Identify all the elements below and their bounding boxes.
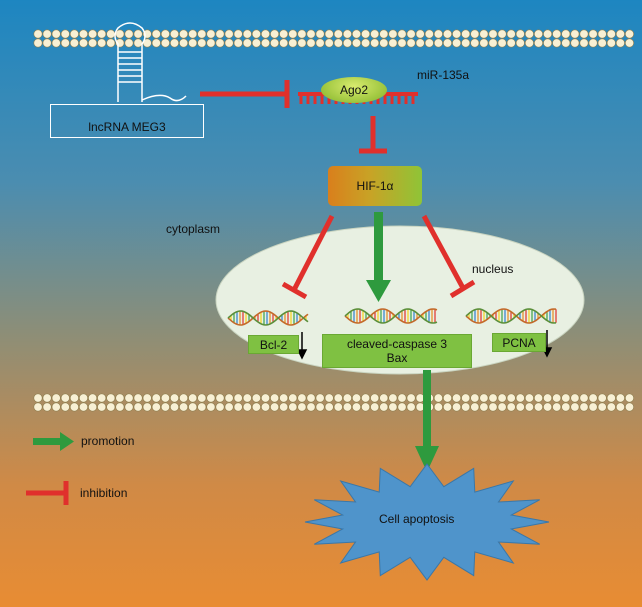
bcl2-box: Bcl-2	[248, 335, 299, 354]
cell-membrane-top	[33, 29, 634, 48]
hif-label: HIF-1α	[356, 179, 394, 193]
rna-hairpin-icon	[114, 22, 187, 102]
dna-helix-icon-bcl2	[227, 310, 309, 326]
nucleus-label: nucleus	[472, 262, 514, 276]
pcna-box: PCNA	[492, 333, 546, 352]
mirna-label: miR-135a	[417, 68, 470, 82]
down-arrow-icon-bcl2	[296, 332, 308, 360]
pcna-label: PCNA	[502, 335, 536, 350]
lncrna-label: lncRNA MEG3	[88, 120, 166, 134]
promotion-caspase-to-apoptosis	[415, 370, 439, 472]
inhibition-lncrna-to-mirna	[200, 80, 290, 108]
legend-promotion-arrow	[33, 432, 74, 451]
hif-node: HIF-1α	[328, 166, 422, 206]
legend-inhibition-label: inhibition	[80, 486, 128, 500]
inhibition-hif-to-pcna	[421, 214, 476, 299]
bax-label: Bax	[386, 351, 408, 365]
legend-inhibition-bar	[26, 481, 69, 505]
dna-helix-icon-caspase	[344, 308, 438, 324]
bcl2-label: Bcl-2	[259, 337, 288, 352]
cell-membrane-bottom	[33, 393, 634, 412]
ago2-label: Ago2	[339, 83, 369, 97]
lncrna-box: lncRNA MEG3	[50, 104, 204, 138]
apoptosis-star-shape	[304, 463, 550, 581]
ago2-node: Ago2	[321, 77, 387, 103]
caspase-bax-box: cleaved-caspase 3 Bax	[322, 334, 472, 368]
apoptosis-label: Cell apoptosis	[379, 512, 455, 526]
legend-promotion-label: promotion	[81, 434, 135, 448]
caspase-label: cleaved-caspase 3	[346, 337, 448, 351]
dna-helix-icon-pcna	[465, 308, 557, 324]
inhibition-mirna-to-hif	[359, 116, 387, 154]
promotion-hif-to-caspase	[366, 212, 391, 302]
cytoplasm-label: cytoplasm	[166, 222, 221, 236]
inhibition-hif-to-bcl2	[281, 214, 335, 300]
